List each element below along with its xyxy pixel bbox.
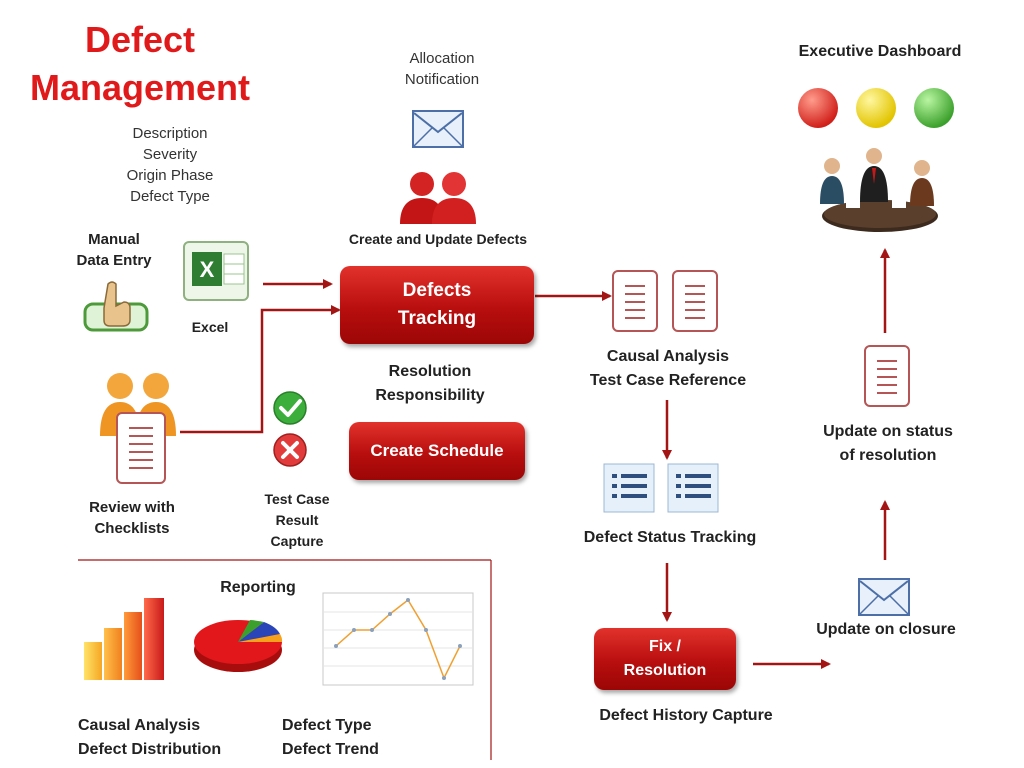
update-closure-label: Update on closure	[816, 621, 956, 638]
causal-analysis-label: Causal Analysis Test Case Reference	[578, 345, 758, 393]
fix-line-1: Fix /	[648, 638, 681, 655]
manual-line-2: Data Entry	[76, 252, 152, 269]
cross-icon	[273, 433, 307, 467]
excel-icon: X	[183, 241, 249, 301]
review-line-1: Review with	[89, 499, 175, 516]
document-icon	[672, 270, 718, 332]
attribute-defect-type: Defect Type	[130, 188, 210, 205]
allocation-line-1: Allocation	[409, 50, 475, 67]
update-status-label: Update on status of resolution	[802, 420, 974, 468]
update-status-line-1: Update on status	[823, 423, 953, 440]
reporting-right-line-2: Defect Trend	[282, 741, 379, 758]
resolution-responsibility-label: Resolution Responsibility	[340, 360, 520, 408]
reporting-left-label: Causal Analysis Defect Distribution	[78, 714, 248, 762]
test-case-line-2: Result	[275, 512, 319, 528]
defect-status-tracking-label: Defect Status Tracking	[583, 529, 757, 546]
reporting-left-line-2: Defect Distribution	[78, 741, 222, 758]
review-line-2: Checklists	[94, 520, 170, 537]
mail-icon	[858, 578, 910, 616]
executive-dashboard-label: Executive Dashboard	[798, 43, 962, 60]
create-schedule-box: Create Schedule	[349, 422, 525, 480]
test-case-result-label: Test Case Result Capture	[250, 489, 344, 552]
review-checklists-label: Review with Checklists	[76, 497, 188, 539]
attribute-description: Description	[132, 125, 208, 142]
users-icon	[400, 172, 476, 224]
allocation-notification-label: Allocation Notification	[372, 48, 512, 90]
pie-chart-icon	[194, 620, 283, 672]
document-icon	[864, 345, 910, 407]
reporting-left-line-1: Causal Analysis	[78, 717, 201, 734]
fix-resolution-box: Fix / Resolution	[594, 628, 736, 690]
test-case-line-3: Capture	[270, 533, 324, 549]
attribute-severity: Severity	[142, 146, 198, 163]
defects-tracking-line-1: Defects	[402, 280, 472, 301]
defect-attributes: Description Severity Origin Phase Defect…	[100, 123, 240, 207]
create-update-defects-label: Create and Update Defects	[348, 231, 528, 247]
defects-tracking-box: Defects Tracking	[340, 266, 534, 344]
list-icon	[603, 463, 719, 513]
meeting-icon	[820, 148, 938, 232]
checklist-document-icon	[116, 412, 166, 484]
title-line-1: Defect	[84, 19, 196, 60]
excel-label: Excel	[191, 319, 229, 335]
line-chart-icon	[322, 592, 474, 686]
test-case-line-1: Test Case	[264, 491, 330, 507]
reporting-right-line-1: Defect Type	[282, 717, 372, 734]
defect-history-label: Defect History Capture	[599, 707, 773, 724]
title-line-2: Management	[29, 67, 251, 108]
arrow-review-to-tracking	[180, 305, 341, 434]
fix-line-2: Resolution	[623, 662, 707, 679]
reporting-title: Reporting	[220, 579, 296, 596]
resolution-line-1: Resolution	[388, 363, 472, 380]
document-icon	[612, 270, 658, 332]
update-status-line-2: of resolution	[839, 447, 937, 464]
bar-chart-icon	[84, 598, 164, 680]
reporting-frame	[78, 559, 492, 760]
check-icon	[273, 391, 307, 425]
resolution-line-2: Responsibility	[375, 387, 485, 404]
attribute-origin-phase: Origin Phase	[126, 167, 214, 184]
manual-data-entry-label: Manual Data Entry	[68, 229, 160, 271]
causal-line-1: Causal Analysis	[606, 348, 730, 365]
manual-line-1: Manual	[88, 231, 140, 248]
reporting-right-label: Defect Type Defect Trend	[282, 714, 432, 762]
causal-line-2: Test Case Reference	[589, 372, 747, 389]
allocation-line-2: Notification	[404, 71, 480, 88]
mail-icon	[412, 110, 464, 148]
defects-tracking-line-2: Tracking	[397, 308, 477, 329]
svg-text:X: X	[200, 257, 215, 282]
page-title: Defect Management	[20, 16, 260, 112]
traffic-lights-icon	[798, 88, 954, 128]
hand-pointer-icon	[83, 281, 149, 332]
